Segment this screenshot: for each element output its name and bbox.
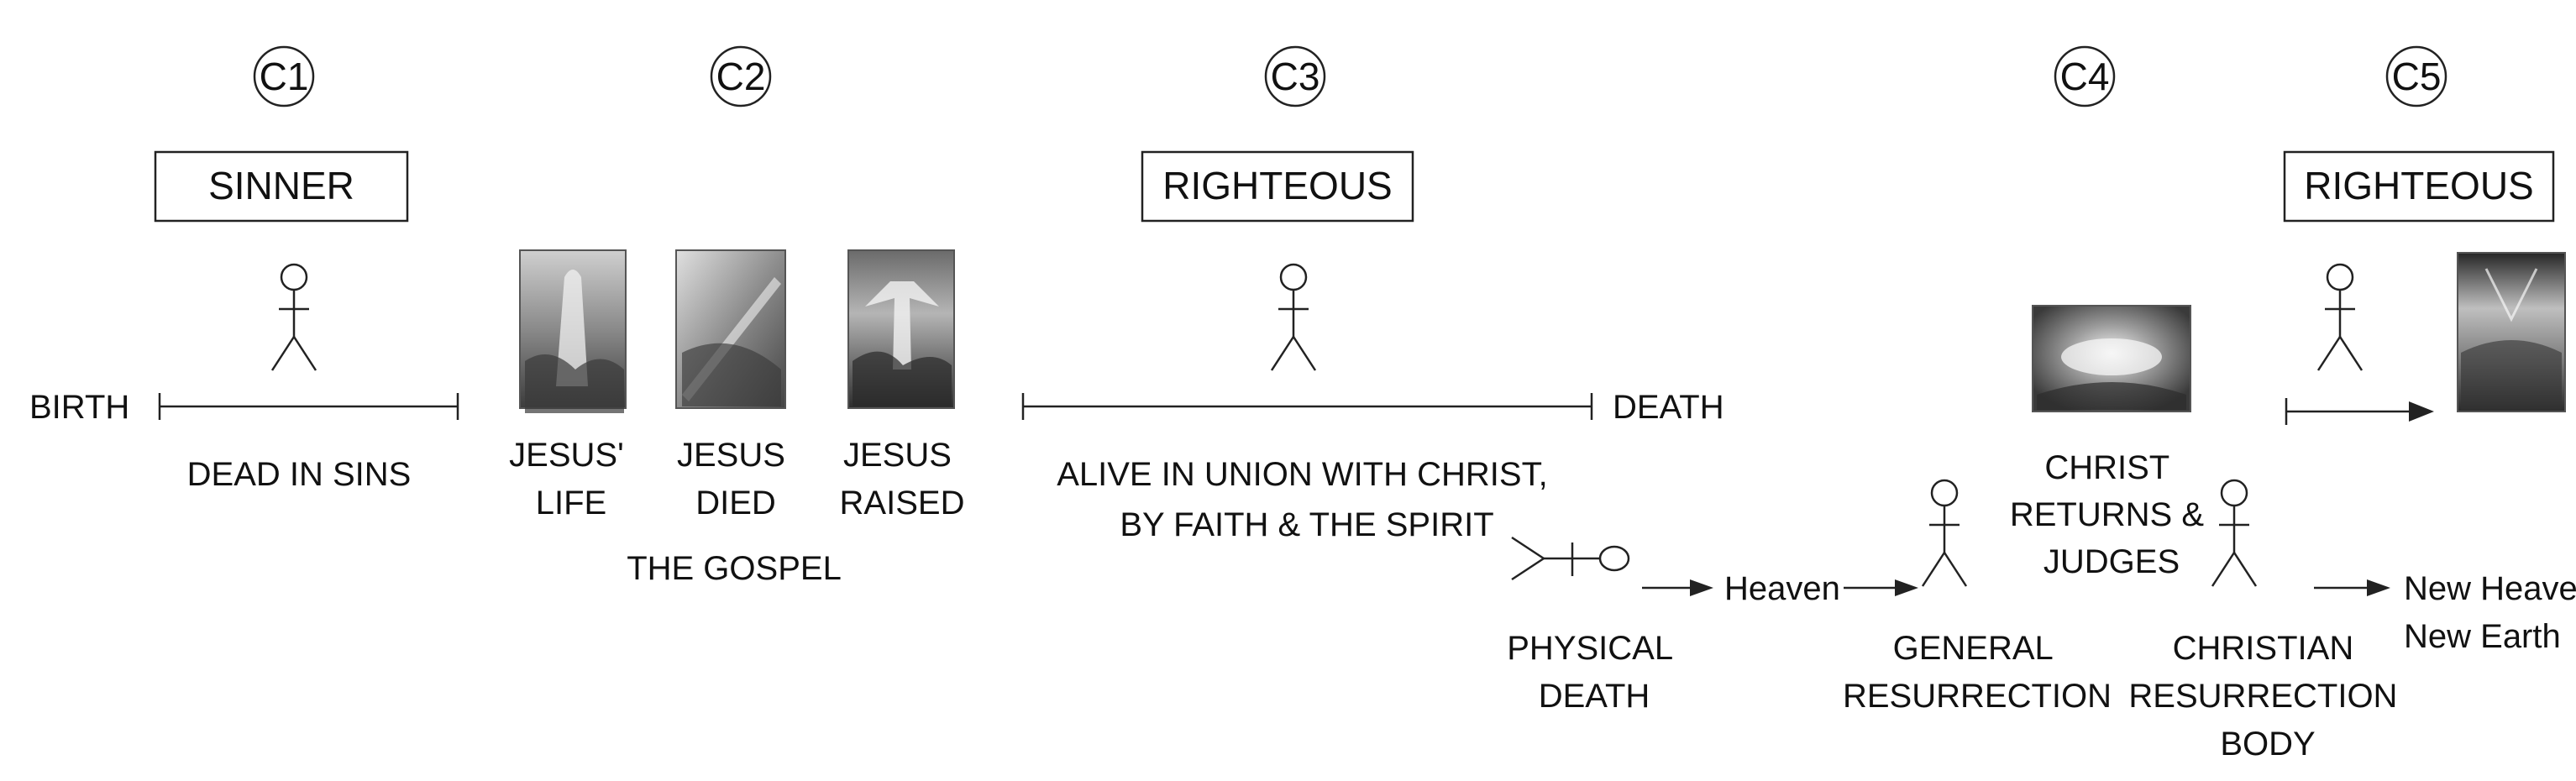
gospel-raised-line2: RAISED [840,485,965,522]
section-c4-circle [2054,45,2116,107]
section-c4-tag: C4 [2060,55,2110,98]
timeline-eternal-arrow [2285,398,2434,425]
general-resurrection-label: GENERAL RESURRECTION [1843,630,2112,715]
section-c1-tag: C1 [260,55,309,98]
physical-death-line1: PHYSICAL [1507,630,1672,667]
christ-returns-line2: RETURNS & [2010,496,2204,533]
arrow-to-general-resurrection [1844,579,1918,596]
timeline-birth-label: BIRTH [29,389,129,426]
engraving-thumbnail-christ-judges [2032,305,2191,412]
timeline-sinner-segment [158,393,459,420]
status-righteous-c3-label: RIGHTEOUS [1162,164,1392,207]
new-creation-label: New Heaven, New Earth [2404,570,2576,655]
section-c2-tag: C2 [716,55,766,98]
stick-figure-icon [1921,479,1968,588]
general-resurrection-line2: RESURRECTION [1843,678,2112,715]
christian-resurrection-line3: BODY [2220,726,2315,763]
gospel-raised-line1: JESUS [843,437,952,474]
physical-death-line2: DEATH [1539,678,1650,715]
christian-resurrection-line1: CHRISTIAN [2173,630,2354,667]
gospel-life-line2: LIFE [536,485,606,522]
gospel-caption: THE GOSPEL [627,550,842,587]
section-c4: C4 [2054,45,2116,107]
gospel-died-line1: JESUS [677,437,785,474]
stick-figure-icon [270,263,317,372]
gospel-died-label: JESUS DIED [677,437,795,522]
arrow-to-new-heaven [2314,579,2390,596]
stick-figure-icon [2211,479,2258,588]
section-c2: C2 [710,45,772,107]
timeline-dead-in-sins-label: DEAD IN SINS [187,456,412,493]
engraving-thumbnail-jesus-life [519,249,627,413]
christian-resurrection-line2: RESURRECTION [2128,678,2397,715]
gospel-raised-label: JESUS RAISED [840,437,965,522]
status-box-righteous-c5: RIGHTEOUS [2283,150,2555,223]
section-c5-circle [2385,45,2447,107]
timeline-righteous-segment [1021,393,1593,420]
arrow-to-heaven [1642,579,1713,596]
section-c2-circle [710,45,772,107]
christian-resurrection-label: CHRISTIAN RESURRECTION BODY [2128,630,2406,763]
section-c3-circle [1264,45,1326,107]
status-righteous-c5-label: RIGHTEOUS [2304,164,2533,207]
christ-returns-line3: JUDGES [2043,543,2180,580]
section-c5-tag: C5 [2392,55,2442,98]
engraving-thumbnail-new-creation [2457,252,2566,412]
status-box-righteous-c3: RIGHTEOUS [1141,150,1414,223]
fallen-figure-icon [1511,536,1630,581]
section-c1: C1 [253,45,315,107]
gospel-died-line2: DIED [695,485,776,522]
christ-returns-line1: CHRIST [2044,449,2169,486]
engraving-thumbnail-jesus-raised [847,249,955,409]
general-resurrection-line1: GENERAL [1893,630,2053,667]
stick-figure-icon [1270,263,1317,372]
status-box-sinner: SINNER [154,150,409,223]
section-c5: C5 [2385,45,2447,107]
gospel-life-label: JESUS' LIFE [509,437,633,522]
new-creation-line1: New Heaven, [2404,570,2576,607]
heaven-label: Heaven [1724,570,1840,607]
gospel-life-line1: JESUS' [509,437,624,474]
section-c3: C3 [1264,45,1326,107]
engraving-thumbnail-jesus-died [675,249,786,409]
timeline-alive-label: ALIVE IN UNION WITH CHRIST, BY FAITH & T… [1057,456,1557,543]
timeline-alive-line1: ALIVE IN UNION WITH CHRIST, [1057,456,1548,493]
timeline-death-label: DEATH [1613,389,1724,426]
new-creation-line2: New Earth [2404,618,2561,655]
physical-death-label: PHYSICAL DEATH [1507,630,1681,715]
timeline-alive-line2: BY FAITH & THE SPIRIT [1120,506,1493,543]
section-c3-tag: C3 [1271,55,1320,98]
section-c1-circle [253,45,315,107]
christ-returns-label: CHRIST RETURNS & JUDGES [2010,449,2213,580]
stick-figure-icon [2316,263,2364,372]
status-sinner-label: SINNER [208,164,354,207]
